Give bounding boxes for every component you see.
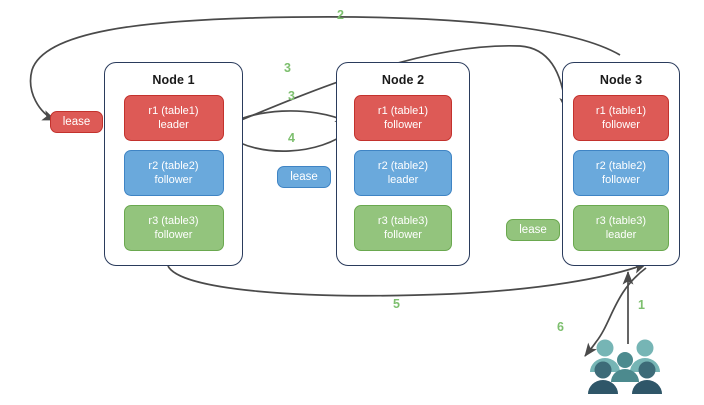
edge-label-2: 2 (337, 8, 344, 22)
edge-label-6: 6 (557, 320, 564, 334)
node3-replica-r3[interactable]: r3 (table3) leader (573, 205, 669, 251)
node1-replica-r3[interactable]: r3 (table3) follower (123, 205, 224, 251)
edge-label-3b: 3 (288, 89, 295, 103)
node1-replica-r1[interactable]: r1 (table1) leader (123, 95, 224, 141)
lease-badge-red[interactable]: lease (50, 111, 103, 133)
node2-replica-r2-name: r2 (table2) (377, 160, 429, 172)
node-card-node3[interactable]: Node 3 r1 (table1) follower r2 (table2) … (562, 62, 680, 266)
node1-replica-r1-name: r1 (table1) (148, 105, 199, 117)
node1-replica-r1-role: leader (158, 119, 189, 131)
node3-replica-r1-name: r1 (table1) (595, 105, 647, 117)
node3-replica-r3-role: leader (605, 229, 637, 241)
lease-badge-green[interactable]: lease (506, 219, 560, 241)
edge-label-5: 5 (393, 297, 400, 311)
node2-replica-r2-role: leader (387, 174, 419, 186)
node-card-node2[interactable]: Node 2 r1 (table1) follower r2 (table2) … (336, 62, 470, 266)
node2-replica-r2[interactable]: r2 (table2) leader (354, 150, 452, 196)
node3-replica-r1-role: follower (602, 119, 640, 131)
node2-replica-r1-role: follower (384, 119, 422, 131)
node1-replica-r2-role: follower (154, 174, 193, 186)
node2-replica-r3-name: r3 (table3) (377, 215, 429, 227)
edge-label-3a: 3 (284, 61, 291, 75)
node3-replica-r2-role: follower (602, 174, 640, 186)
node1-replica-r3-name: r3 (table3) (148, 215, 199, 227)
lease-badge-blue[interactable]: lease (277, 166, 331, 188)
node3-title: Node 3 (599, 73, 643, 87)
arrow-edge-5 (167, 263, 647, 297)
node2-title: Node 2 (381, 73, 425, 87)
node3-replica-r2-name: r2 (table2) (595, 160, 647, 172)
node3-replica-r3-name: r3 (table3) (595, 215, 647, 227)
node1-replica-r3-role: follower (154, 229, 193, 241)
people-group-icon (588, 339, 662, 394)
node2-replica-r1[interactable]: r1 (table1) follower (354, 95, 452, 141)
node1-replica-r2-name: r2 (table2) (148, 160, 199, 172)
edge-label-4: 4 (288, 131, 295, 145)
node3-replica-r1[interactable]: r1 (table1) follower (573, 95, 669, 141)
node2-replica-r3[interactable]: r3 (table3) follower (354, 205, 452, 251)
node2-replica-r3-role: follower (384, 229, 422, 241)
node2-replica-r1-name: r1 (table1) (377, 105, 429, 117)
node1-title: Node 1 (152, 73, 195, 87)
node-card-node1[interactable]: Node 1 r1 (table1) leader r2 (table2) fo… (104, 62, 243, 266)
arrow-edge-6 (584, 267, 647, 357)
edge-label-1: 1 (638, 298, 645, 312)
node3-replica-r2[interactable]: r2 (table2) follower (573, 150, 669, 196)
node1-replica-r2[interactable]: r2 (table2) follower (123, 150, 224, 196)
